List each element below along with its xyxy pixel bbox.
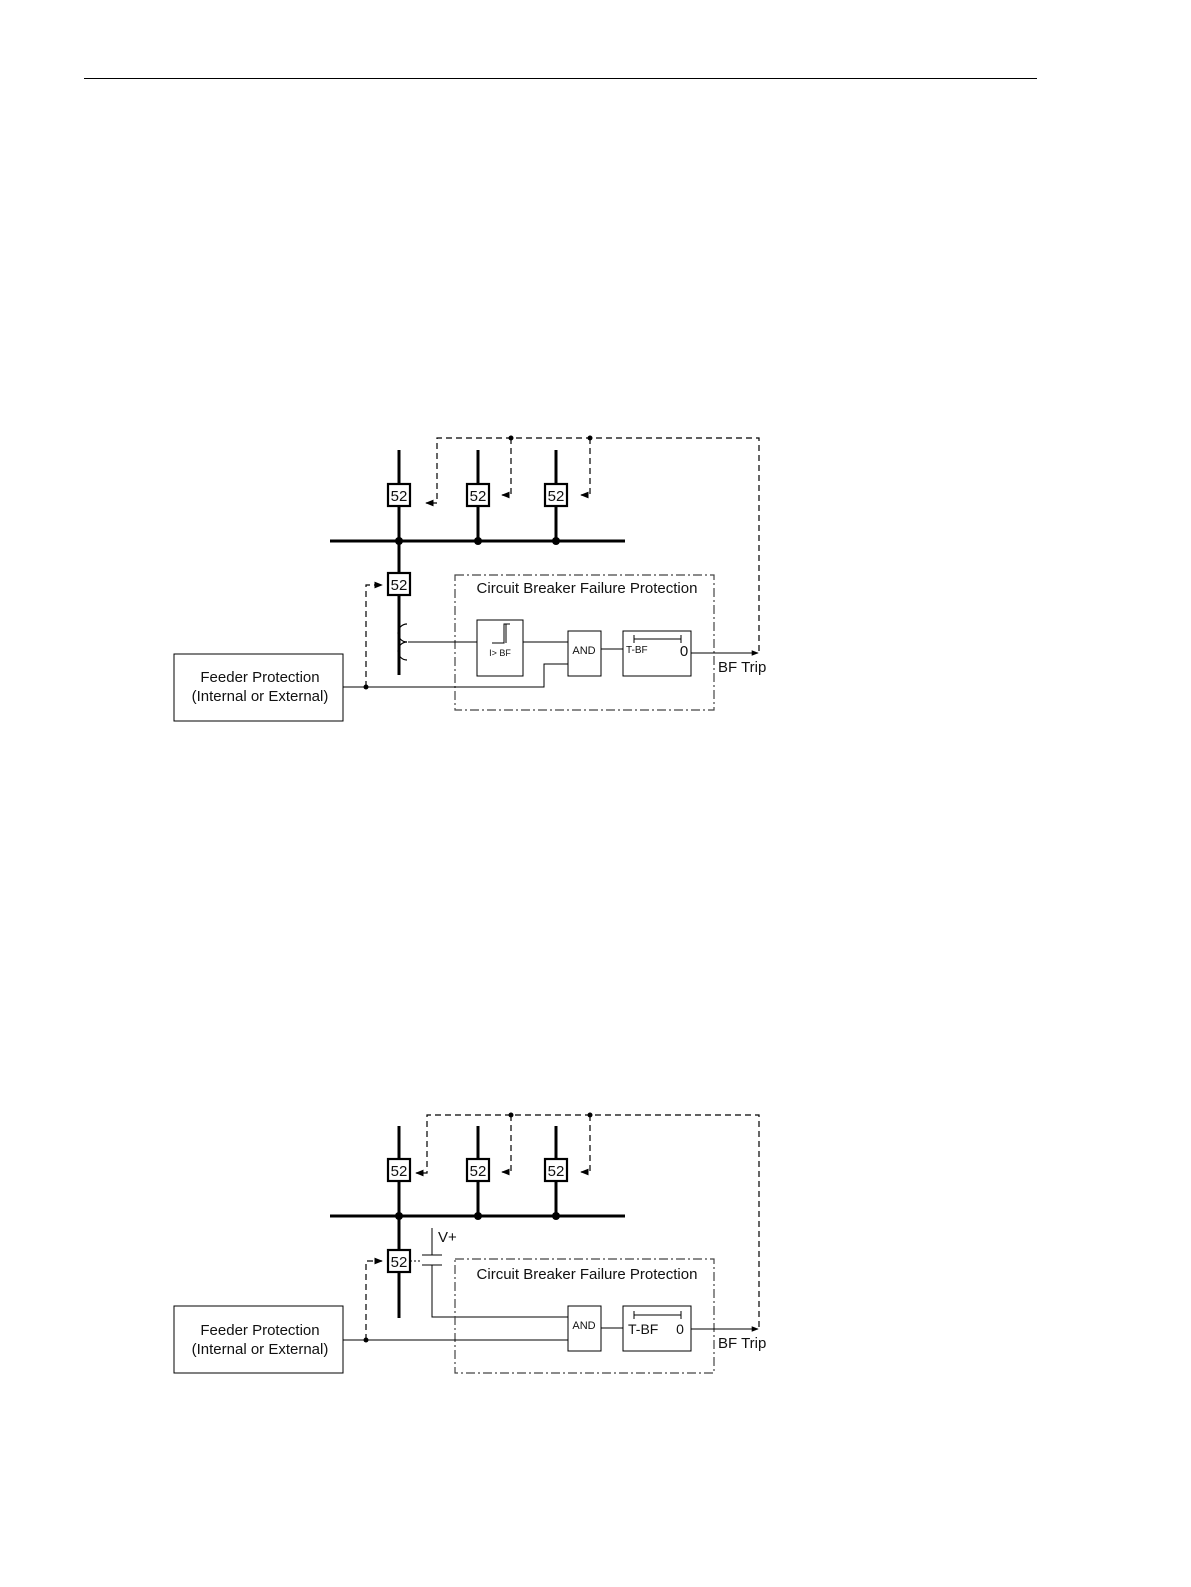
header-rule [84, 78, 1037, 79]
junction-dot [364, 685, 369, 690]
breaker-failure-current-diagram: 52 52 52 52 Circuit Breaker Failure Prot… [0, 420, 1191, 740]
svg-text:AND: AND [572, 1320, 595, 1332]
busbar-conductors [330, 1126, 625, 1318]
svg-text:0: 0 [676, 1321, 684, 1337]
junction-dot [509, 1113, 514, 1118]
svg-text:52: 52 [391, 1254, 408, 1271]
bf-trip-label: BF Trip [718, 659, 766, 676]
and-gate: AND [568, 631, 601, 676]
circuit-breaker: 52 [388, 484, 410, 506]
svg-text:Feeder Protection: Feeder Protection [200, 669, 319, 686]
current-detector-element: I> BF [477, 620, 523, 676]
bf-timer: T-BF 0 [623, 631, 691, 676]
feeder-protection-box: Feeder Protection (Internal or External) [174, 1306, 343, 1373]
block-title: Circuit Breaker Failure Protection [477, 580, 698, 597]
junction-dot [588, 1113, 593, 1118]
svg-text:52: 52 [391, 488, 408, 505]
svg-text:52: 52 [548, 1163, 565, 1180]
bf-timer: T-BF 0 [623, 1306, 691, 1351]
circuit-breaker: 52 [545, 1159, 567, 1181]
circuit-breaker: 52 [467, 1159, 489, 1181]
svg-text:(Internal or External): (Internal or External) [192, 1341, 329, 1358]
upstream-trip-dashed-lines [366, 438, 759, 687]
svg-text:52: 52 [470, 1163, 487, 1180]
svg-text:T-BF: T-BF [628, 1321, 658, 1337]
svg-text:I> BF: I> BF [489, 648, 511, 658]
bus-node [552, 1212, 560, 1220]
junction-dot [364, 1338, 369, 1343]
svg-text:Feeder Protection: Feeder Protection [200, 1322, 319, 1339]
bus-node [395, 537, 403, 545]
circuit-breaker: 52 [545, 484, 567, 506]
bf-trip-label: BF Trip [718, 1335, 766, 1352]
bus-node [552, 537, 560, 545]
bus-node [474, 537, 482, 545]
svg-text:T-BF: T-BF [626, 645, 648, 656]
svg-text:52: 52 [391, 577, 408, 594]
circuit-breaker: 52 [467, 484, 489, 506]
svg-text:(Internal or External): (Internal or External) [192, 688, 329, 705]
circuit-breaker: 52 [388, 1159, 410, 1181]
block-title: Circuit Breaker Failure Protection [477, 1266, 698, 1283]
and-gate: AND [568, 1306, 601, 1351]
feeder-breaker: 52 [388, 1250, 410, 1272]
breaker-failure-contact-diagram: 52 52 52 52 V+ Circuit Breaker Failure P… [0, 1100, 1191, 1390]
bus-node [474, 1212, 482, 1220]
svg-text:52: 52 [391, 1163, 408, 1180]
bus-node [395, 1212, 403, 1220]
junction-dot [509, 436, 514, 441]
svg-text:52: 52 [548, 488, 565, 505]
junction-dot [588, 436, 593, 441]
feeder-protection-box: Feeder Protection (Internal or External) [174, 654, 343, 721]
upstream-trip-dashed-lines [366, 1115, 759, 1340]
svg-text:0: 0 [680, 643, 688, 660]
svg-text:AND: AND [572, 645, 595, 657]
supply-voltage-label: V+ [438, 1229, 457, 1246]
svg-text:52: 52 [470, 488, 487, 505]
feeder-breaker: 52 [388, 573, 410, 595]
